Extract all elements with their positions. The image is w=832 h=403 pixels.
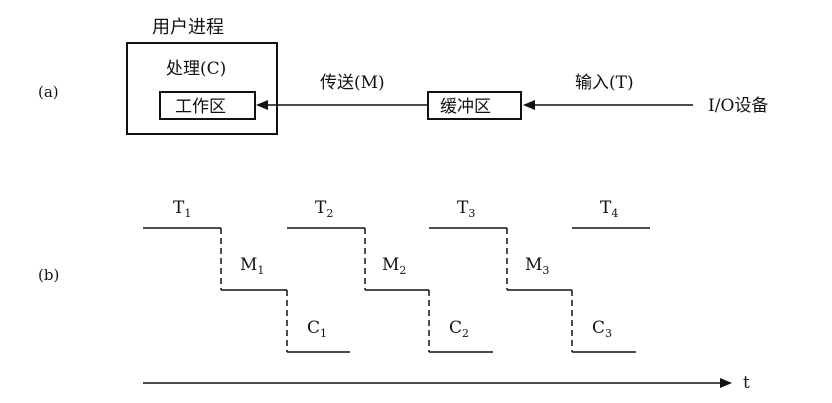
m1-label: M1 [240,255,264,277]
buffer-label: 缓冲区 [440,97,491,117]
t1-label: T1 [173,198,191,220]
transfer-label: 传送(M) [320,73,385,93]
workspace-box [159,91,256,120]
t4-label: T4 [600,198,618,220]
part-b-label: (b) [38,266,59,284]
io-device-label: I/O设备 [708,96,768,116]
c1-label: C1 [307,318,327,340]
t2-label: T2 [315,198,333,220]
user-process-title: 用户进程 [152,17,224,38]
time-axis-label: t [743,373,750,393]
part-a-label: (a) [38,83,59,101]
m2-label: M2 [382,255,406,277]
input-label: 输入(T) [575,73,634,93]
m3-label: M3 [525,255,549,277]
t3-label: T3 [457,198,475,220]
buffer-box [427,91,522,120]
user-process-box [126,42,278,135]
handle-label: 处理(C) [166,59,226,79]
c2-label: C2 [449,318,469,340]
workspace-label: 工作区 [175,97,226,117]
c3-label: C3 [592,318,612,340]
